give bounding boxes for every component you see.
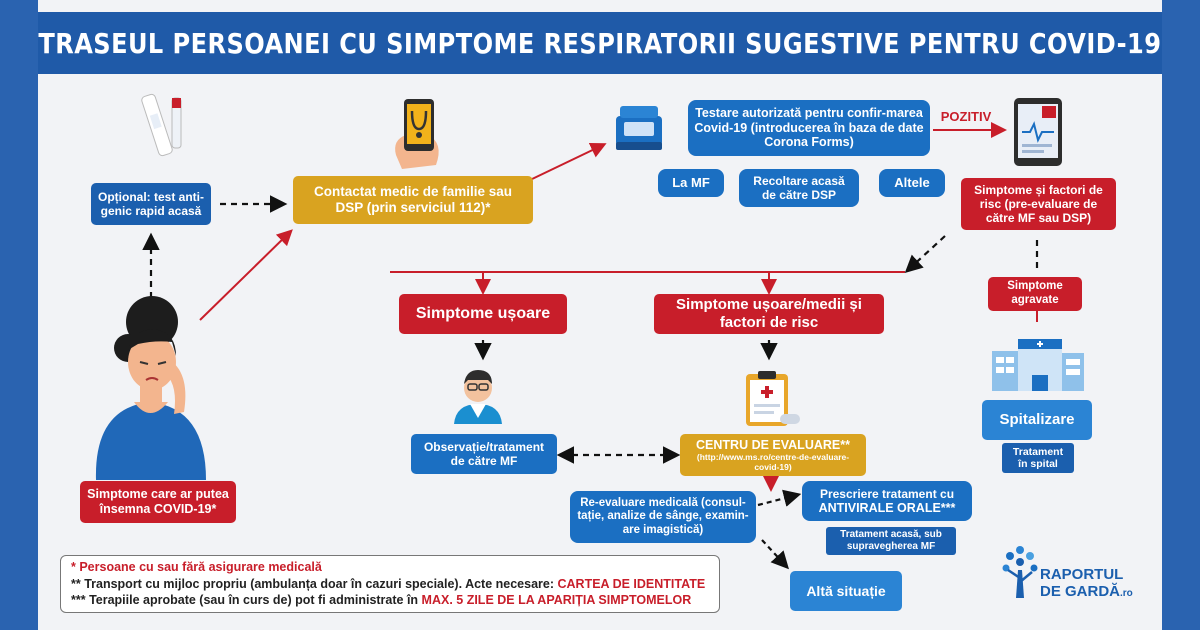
arrow-contact-to-test <box>529 142 607 181</box>
medical-reevaluation-box: Re-evaluare medicală (consul-tație, anal… <box>570 491 756 543</box>
other-box: Altele <box>879 169 945 197</box>
contact-medic-box: Contactat medic de familie sau DSP (prin… <box>293 176 533 224</box>
phone-stethoscope-icon <box>395 99 439 169</box>
positive-label: POZITIV <box>940 109 992 125</box>
sick-person-icon <box>95 296 206 480</box>
evaluation-center-title: CENTRU DE EVALUARE** <box>696 437 850 452</box>
tree-logo-icon <box>1002 546 1038 598</box>
database-server-icon <box>616 106 662 150</box>
symptoms-risk-box: Simptome și factori de risc (pre-evaluar… <box>961 178 1116 230</box>
prescription-line-2: ANTIVIRALE ORALE*** <box>818 500 956 515</box>
mild-moderate-risk-box: Simptome ușoare/medii și factori de risc <box>654 294 884 334</box>
covid-symptoms-box: Simptome care ar putea însemna COVID-19* <box>80 481 236 523</box>
footnote-3: *** Terapiile aprobate (sau în curs de) … <box>71 593 692 607</box>
prescription-line-1: Prescriere tratament cu <box>819 486 955 501</box>
brand-logo: RAPORTUL DE GARDĂ.ro <box>1040 566 1133 601</box>
la-mf-box: La MF <box>658 169 724 197</box>
page-title: TRASEUL PERSOANEI CU SIMPTOME RESPIRATOR… <box>38 12 1162 74</box>
arrow-person-to-contact <box>199 229 293 321</box>
other-situation-box: Altă situație <box>790 571 902 611</box>
evaluation-center-box: CENTRU DE EVALUARE** (http://www.ms.ro/c… <box>680 434 866 476</box>
antiviral-prescription-box: Prescriere tratament cu ANTIVIRALE ORALE… <box>802 481 972 521</box>
testing-box: Testare autorizată pentru confir-marea C… <box>688 100 930 156</box>
hospitalization-box: Spitalizare <box>982 400 1092 440</box>
tablet-health-icon <box>1014 98 1062 166</box>
footnote-2: ** Transport cu mijloc propriu (ambulanț… <box>71 576 706 591</box>
home-treatment-box: Tratament acasă, sub supravegherea MF <box>826 527 956 555</box>
clipboard-pills-icon <box>746 371 800 426</box>
hospital-icon <box>992 339 1084 391</box>
mild-symptoms-box: Simptome ușoare <box>399 294 567 334</box>
logo-line-2: DE GARDĂ.ro <box>1040 583 1133 601</box>
footnote-1: * Persoane cu sau fără asigurare medical… <box>71 560 322 574</box>
aggravated-symptoms-box: Simptome agravate <box>988 277 1082 311</box>
logo-line-1: RAPORTUL <box>1040 566 1124 583</box>
evaluation-center-url: (http://www.ms.ro/centre-de-evaluare-cov… <box>696 452 850 473</box>
optional-test-box: Opțional: test anti-genic rapid acasă <box>91 183 211 225</box>
observation-treatment-box: Observație/tratament de către MF <box>411 434 557 474</box>
footnote-legend: * Persoane cu sau fără asigurare medical… <box>60 555 720 613</box>
home-collection-box: Recoltare acasă de către DSP <box>739 169 859 207</box>
right-border <box>1162 0 1200 630</box>
hospital-treatment-box: Tratament în spital <box>1002 443 1074 473</box>
doctor-icon <box>454 370 502 424</box>
left-border <box>0 0 38 630</box>
rapid-test-icon <box>141 93 182 157</box>
